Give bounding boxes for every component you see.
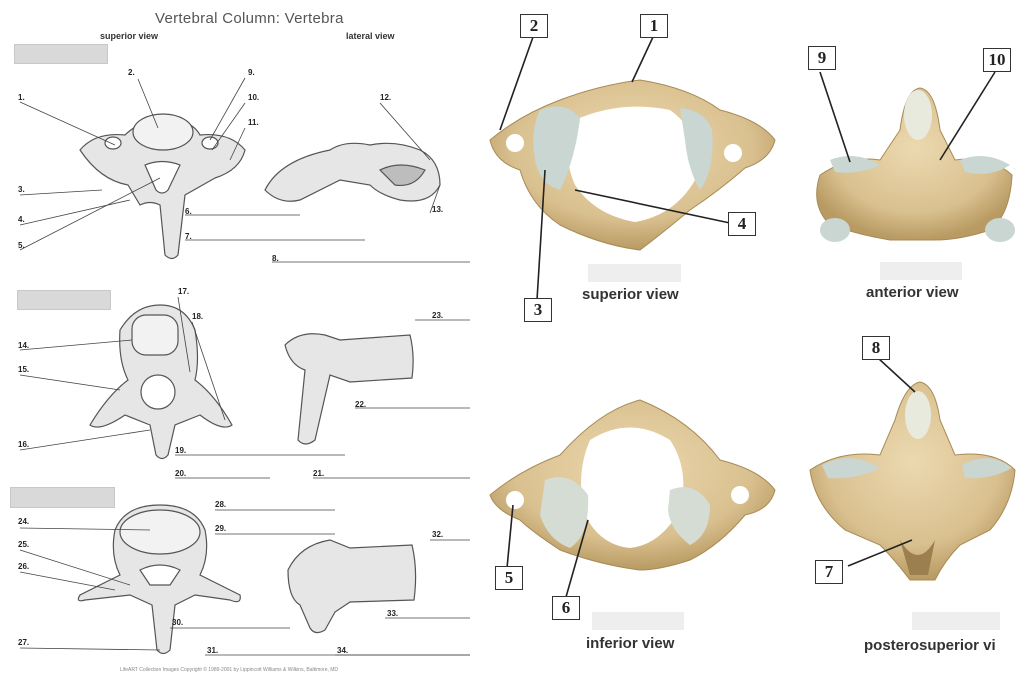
photo-number-2: 2 — [520, 14, 548, 38]
axis-posterosuperior-photo — [809, 381, 1016, 581]
label-25: 25. — [18, 540, 30, 549]
caption-blank-superior — [588, 264, 681, 282]
photo-number-8: 8 — [862, 336, 890, 360]
photo-number-5: 5 — [495, 566, 523, 590]
lateral-view-heading: lateral view — [346, 31, 395, 41]
label-18: 18. — [192, 312, 204, 321]
caption-blank-posterosuperior — [912, 612, 1000, 630]
label-29: 29. — [215, 524, 227, 533]
label-6: 6. — [185, 207, 192, 216]
label-14: 14. — [18, 341, 30, 350]
thoracic-lateral-drawing — [284, 333, 414, 445]
caption-inferior-view: inferior view — [586, 635, 675, 652]
label-7: 7. — [185, 232, 192, 241]
label-17: 17. — [178, 287, 190, 296]
label-26: 26. — [18, 562, 30, 571]
label-20: 20. — [175, 469, 187, 478]
photo-number-10: 10 — [983, 48, 1011, 72]
photo-number-3: 3 — [524, 298, 552, 322]
label-8: 8. — [272, 254, 279, 263]
label-3: 3. — [18, 185, 25, 194]
caption-anterior-view: anterior view — [866, 284, 959, 301]
label-31: 31. — [207, 646, 219, 655]
photo-number-4: 4 — [728, 212, 756, 236]
label-30: 30. — [172, 618, 184, 627]
section-name-blank-1 — [14, 44, 108, 64]
atlas-superior-photo — [489, 79, 776, 251]
label-12: 12. — [380, 93, 392, 102]
label-13: 13. — [432, 205, 444, 214]
label-32: 32. — [432, 530, 444, 539]
label-33: 33. — [387, 609, 399, 618]
label-19: 19. — [175, 446, 187, 455]
label-11: 11. — [248, 118, 259, 127]
label-1: 1. — [18, 93, 25, 102]
caption-superior-view: superior view — [582, 286, 679, 303]
photo-number-6: 6 — [552, 596, 580, 620]
label-15: 15. — [18, 365, 30, 374]
axis-anterior-photo — [816, 87, 1015, 242]
photo-number-9: 9 — [808, 46, 836, 70]
label-28: 28. — [215, 500, 227, 509]
atlas-inferior-photo — [489, 399, 776, 571]
worksheet-title: Vertebral Column: Vertebra — [155, 10, 344, 27]
section-name-blank-2 — [17, 290, 111, 310]
label-27: 27. — [18, 638, 30, 647]
section-name-blank-3 — [10, 487, 115, 508]
label-34: 34. — [337, 646, 349, 655]
cervical-lateral-drawing — [264, 142, 441, 202]
photo-number-7: 7 — [815, 560, 843, 584]
label-24: 24. — [18, 517, 30, 526]
label-9: 9. — [248, 68, 255, 77]
label-21: 21. — [313, 469, 325, 478]
label-10: 10. — [248, 93, 260, 102]
label-22: 22. — [355, 400, 367, 409]
label-2: 2. — [128, 68, 135, 77]
label-16: 16. — [18, 440, 30, 449]
lumbar-lateral-drawing — [287, 539, 417, 634]
label-4: 4. — [18, 215, 25, 224]
label-23: 23. — [432, 311, 444, 320]
copyright-note: LifeART Collection Images Copyright © 19… — [120, 667, 339, 673]
label-5: 5. — [18, 241, 25, 250]
caption-blank-anterior — [880, 262, 962, 280]
superior-view-heading: superior view — [100, 31, 159, 41]
caption-blank-inferior — [592, 612, 684, 630]
photo-number-1: 1 — [640, 14, 668, 38]
caption-posterosuperior-view: posterosuperior vi — [864, 637, 996, 654]
